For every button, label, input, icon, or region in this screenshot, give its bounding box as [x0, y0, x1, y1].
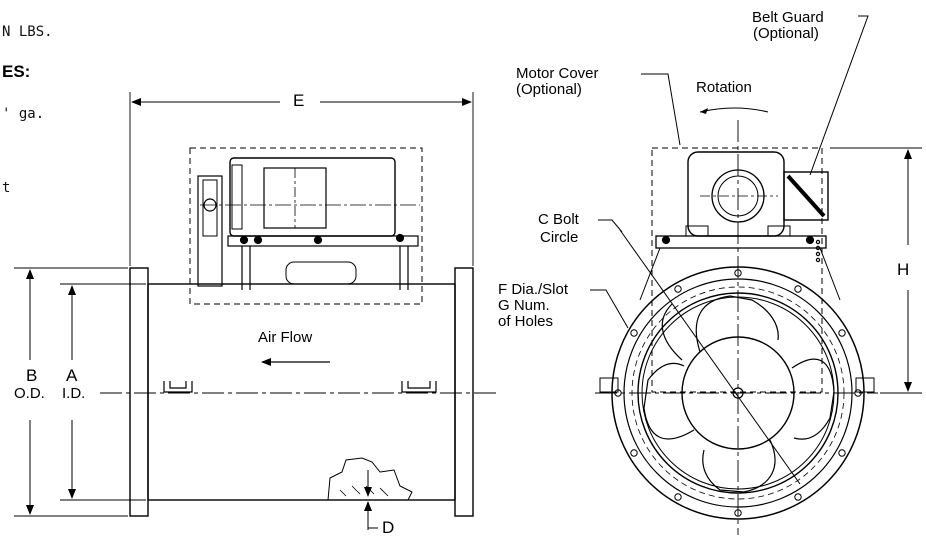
- flange-right: [454, 267, 474, 517]
- side-motor: [229, 157, 396, 237]
- motor-cover-outline: [189, 147, 423, 305]
- belt-guard-optional: (Optional): [753, 25, 819, 42]
- dim-e-label: E: [293, 91, 305, 110]
- side-view: [14, 92, 500, 530]
- belt-drive: [197, 175, 223, 287]
- fan-hub: [681, 336, 795, 450]
- bolt-holes: [614, 269, 862, 517]
- fdia-label: F Dia./Slot: [498, 281, 569, 298]
- front-view: [590, 15, 922, 535]
- note-line-3: t: [2, 180, 11, 196]
- bolt-circle-label: C Bolt: [538, 211, 579, 228]
- gnum-label: G Num.: [498, 297, 550, 314]
- belt-guard: [783, 171, 829, 221]
- dim-a-label: A: [66, 366, 78, 385]
- dim-d-label: D: [382, 518, 395, 537]
- motor-cover-optional: (Optional): [516, 81, 582, 98]
- air-flow-label: Air Flow: [258, 329, 313, 346]
- dim-h-label: H: [897, 260, 910, 279]
- flange-left: [129, 267, 149, 517]
- note-heading: ES:: [2, 62, 31, 81]
- front-motor: [687, 151, 785, 237]
- bolt-circle-label-2: Circle: [540, 229, 579, 246]
- dim-b-od-label: O.D.: [14, 385, 45, 402]
- fan-blades: [643, 295, 835, 493]
- holes-label: of Holes: [498, 313, 554, 330]
- rotation-label: Rotation: [696, 79, 752, 96]
- belt-guard-label: Belt Guard: [752, 9, 824, 26]
- flange-outer: [611, 266, 865, 520]
- dim-b-label: B: [26, 366, 38, 385]
- dim-a-id-label: I.D.: [62, 385, 86, 402]
- note-line-1: N LBS.: [2, 24, 53, 40]
- note-line-2: ' ga.: [2, 106, 45, 122]
- motor-cover-label: Motor Cover: [516, 65, 599, 82]
